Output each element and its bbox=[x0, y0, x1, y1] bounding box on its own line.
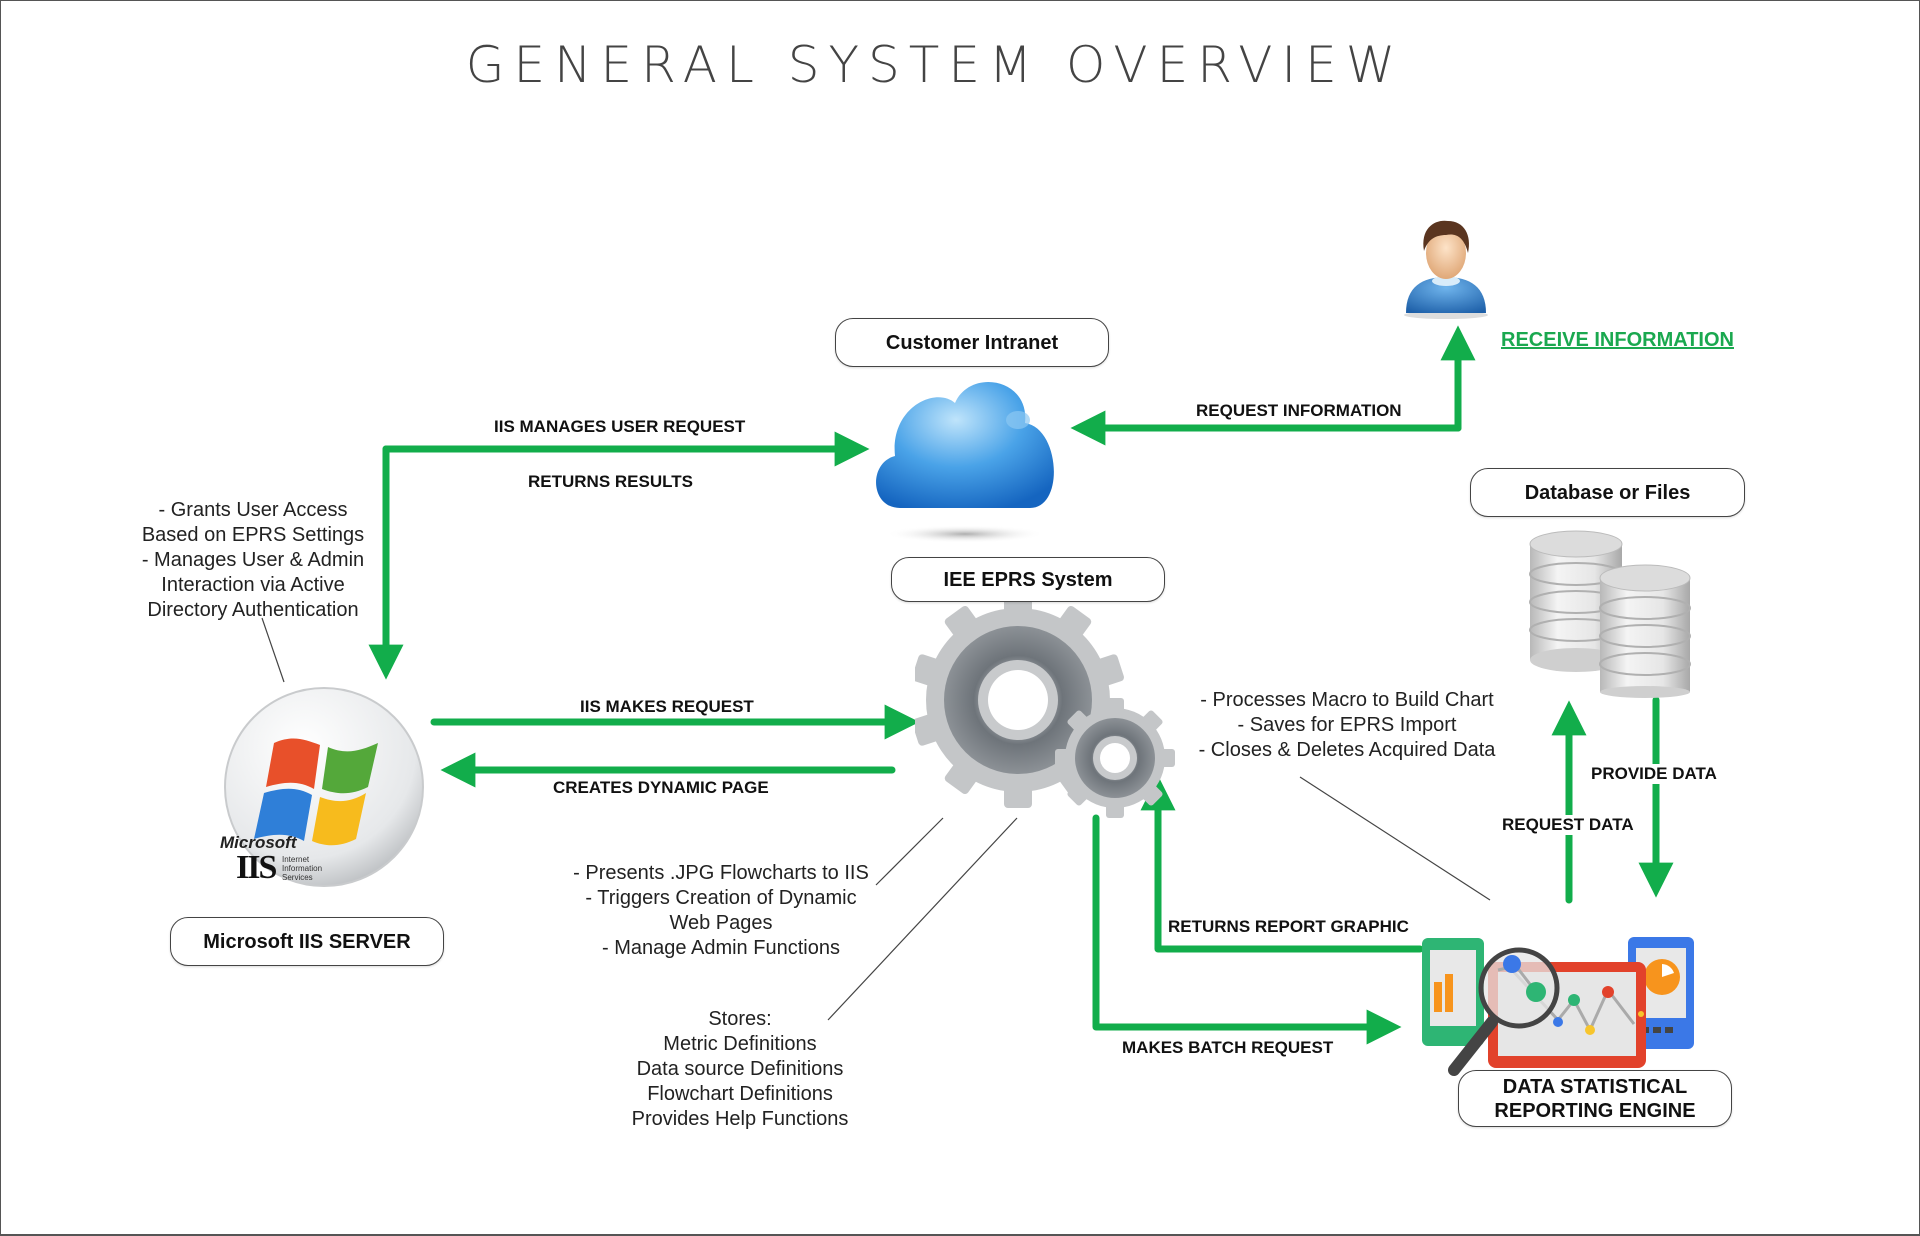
iis-logo-icon: Microsoft IIS Internet Information Servi… bbox=[220, 685, 427, 890]
leader-line-eprs-stores bbox=[827, 817, 1018, 1021]
iis-logo-product: IIS bbox=[236, 849, 277, 886]
label-iis-manages-user-request: IIS MANAGES USER REQUEST bbox=[494, 417, 746, 436]
leader-line-iis bbox=[261, 617, 285, 683]
analytics-devices-icon bbox=[1422, 937, 1694, 1076]
node-eprs-system: IEE EPRS System bbox=[891, 557, 1165, 602]
receive-information-link[interactable]: RECEIVE INFORMATION bbox=[1501, 329, 1734, 351]
node-customer-intranet: Customer Intranet bbox=[835, 318, 1109, 367]
note-iis: - Grants User Access Based on EPRS Setti… bbox=[128, 498, 378, 623]
node-customer-intranet-label: Customer Intranet bbox=[885, 331, 1059, 354]
gears-icon bbox=[915, 600, 1175, 818]
note-iis-line: - Grants User Access bbox=[158, 499, 348, 521]
note-engine-line: - Saves for EPRS Import bbox=[1237, 714, 1457, 736]
node-database: Database or Files bbox=[1470, 468, 1745, 517]
note-eprs-line: Web Pages bbox=[669, 912, 773, 934]
iis-logo-brand: Microsoft bbox=[220, 833, 297, 852]
label-makes-batch-request: MAKES BATCH REQUEST bbox=[1122, 1038, 1334, 1057]
note-stores-line: Stores: bbox=[708, 1008, 772, 1030]
note-iis-line: - Manages User & Admin bbox=[141, 549, 365, 571]
node-eprs-system-label: IEE EPRS System bbox=[943, 568, 1113, 591]
cloud-icon bbox=[876, 381, 1054, 543]
node-reporting-engine-label-1: DATA STATISTICAL bbox=[1502, 1075, 1688, 1098]
note-engine-line: - Closes & Deletes Acquired Data bbox=[1198, 739, 1496, 761]
node-reporting-engine: DATA STATISTICAL REPORTING ENGINE bbox=[1458, 1070, 1732, 1127]
leader-line-engine bbox=[1299, 776, 1491, 901]
note-eprs-line: - Triggers Creation of Dynamic bbox=[585, 887, 857, 909]
arrow-makes-batch-request bbox=[1092, 814, 1402, 1045]
label-request-information: REQUEST INFORMATION bbox=[1196, 401, 1402, 420]
iis-logo-subtitle: Internet Information Services bbox=[282, 855, 323, 882]
note-stores-line: Provides Help Functions bbox=[631, 1108, 849, 1130]
node-reporting-engine-label-2: REPORTING ENGINE bbox=[1494, 1099, 1696, 1122]
node-iis-server: Microsoft IIS SERVER bbox=[170, 917, 444, 966]
note-iis-line: Interaction via Active bbox=[161, 574, 345, 596]
note-iis-line: Based on EPRS Settings bbox=[141, 524, 365, 546]
note-stores-line: Data source Definitions bbox=[636, 1058, 844, 1080]
label-returns-report-graphic: RETURNS REPORT GRAPHIC bbox=[1168, 917, 1409, 936]
note-iis-line: Directory Authentication bbox=[147, 599, 359, 621]
note-engine: - Processes Macro to Build Chart - Saves… bbox=[1186, 688, 1508, 763]
user-icon bbox=[1404, 220, 1488, 319]
note-stores-line: Metric Definitions bbox=[663, 1033, 817, 1055]
label-creates-dynamic-page: CREATES DYNAMIC PAGE bbox=[553, 778, 769, 797]
note-engine-line: - Processes Macro to Build Chart bbox=[1200, 689, 1494, 711]
label-request-data: REQUEST DATA bbox=[1500, 815, 1636, 835]
label-returns-results: RETURNS RESULTS bbox=[528, 472, 693, 491]
label-iis-makes-request: IIS MAKES REQUEST bbox=[580, 697, 754, 716]
leader-line-eprs-presents bbox=[875, 817, 944, 886]
diagram-title: GENERAL SYSTEM OVERVIEW bbox=[465, 36, 1405, 94]
node-iis-server-label: Microsoft IIS SERVER bbox=[203, 930, 411, 953]
note-eprs: - Presents .JPG Flowcharts to IIS - Trig… bbox=[560, 861, 882, 961]
node-database-label: Database or Files bbox=[1524, 481, 1691, 504]
arrow-returns-report-graphic bbox=[1140, 775, 1424, 953]
note-stores: Stores: Metric Definitions Data source D… bbox=[600, 1007, 880, 1132]
note-eprs-line: - Presents .JPG Flowcharts to IIS bbox=[573, 862, 869, 884]
note-stores-line: Flowchart Definitions bbox=[647, 1083, 833, 1105]
note-eprs-line: - Manage Admin Functions bbox=[602, 937, 840, 959]
label-provide-data: PROVIDE DATA bbox=[1589, 764, 1719, 784]
database-icon bbox=[1529, 530, 1691, 698]
